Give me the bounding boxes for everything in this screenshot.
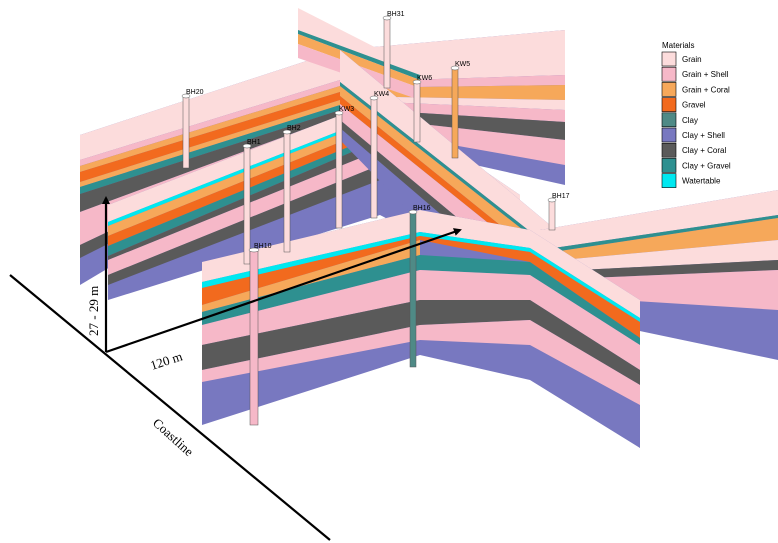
distance-arrow	[105, 228, 462, 354]
label-kw3: KW3	[339, 106, 354, 113]
legend-label: Clay + Gravel	[682, 161, 731, 170]
legend-label: Gravel	[682, 101, 706, 110]
legend-swatch	[661, 97, 677, 112]
legend-title: Materials	[662, 41, 694, 50]
borehole-bh1	[242, 143, 252, 265]
label-bh17: BH17	[552, 193, 570, 200]
depth-annotation: 27 - 29 m	[86, 286, 101, 336]
borehole-bh10	[248, 247, 260, 426]
legend-swatch	[661, 173, 677, 188]
label-bh16: BH16	[413, 205, 431, 212]
legend-swatch	[661, 127, 677, 143]
label-kw6: KW6	[417, 75, 432, 82]
legend-swatch	[661, 158, 677, 173]
legend-swatch	[661, 82, 677, 97]
legend-swatch	[661, 66, 677, 82]
coastline-annotation: Coastline	[150, 415, 197, 459]
legend-label: Grain + Shell	[682, 70, 729, 79]
fence-panel-front	[202, 210, 640, 448]
legend-label: Clay + Shell	[682, 131, 725, 140]
legend-label: Watertable	[682, 177, 721, 186]
label-kw5: KW5	[455, 61, 470, 68]
label-bh2: BH2	[287, 125, 301, 132]
borehole-bh2	[282, 129, 292, 253]
borehole-kw4	[369, 95, 379, 219]
label-bh1: BH1	[247, 139, 261, 146]
label-bh10: BH10	[254, 243, 272, 250]
legend-label: Clay + Coral	[682, 146, 726, 155]
borehole-kw3	[334, 110, 344, 229]
borehole-labels: BH20 BH31 KW5 KW6 KW4 KW3 BH2 BH1 BH17 B…	[186, 11, 570, 250]
label-kw4: KW4	[374, 91, 389, 98]
distance-annotation: 120 m	[148, 348, 184, 372]
borehole-bh31	[382, 15, 392, 89]
legend-label: Grain + Coral	[682, 85, 730, 94]
legend-label: Clay	[682, 116, 698, 125]
coastline-line	[9, 274, 331, 541]
boreholes	[181, 15, 557, 426]
borehole-bh17	[547, 197, 557, 231]
dimension-arrows	[9, 196, 462, 541]
label-bh31: BH31	[387, 11, 405, 18]
borehole-bh20	[181, 93, 191, 169]
label-bh20: BH20	[186, 89, 204, 96]
legend-swatch	[661, 142, 677, 158]
legend-label: Grain	[682, 55, 702, 64]
legend-swatch	[661, 112, 677, 128]
borehole-kw5	[450, 65, 460, 159]
legend-swatch	[661, 51, 677, 67]
borehole-bh16	[408, 209, 418, 368]
borehole-kw6	[412, 79, 422, 143]
